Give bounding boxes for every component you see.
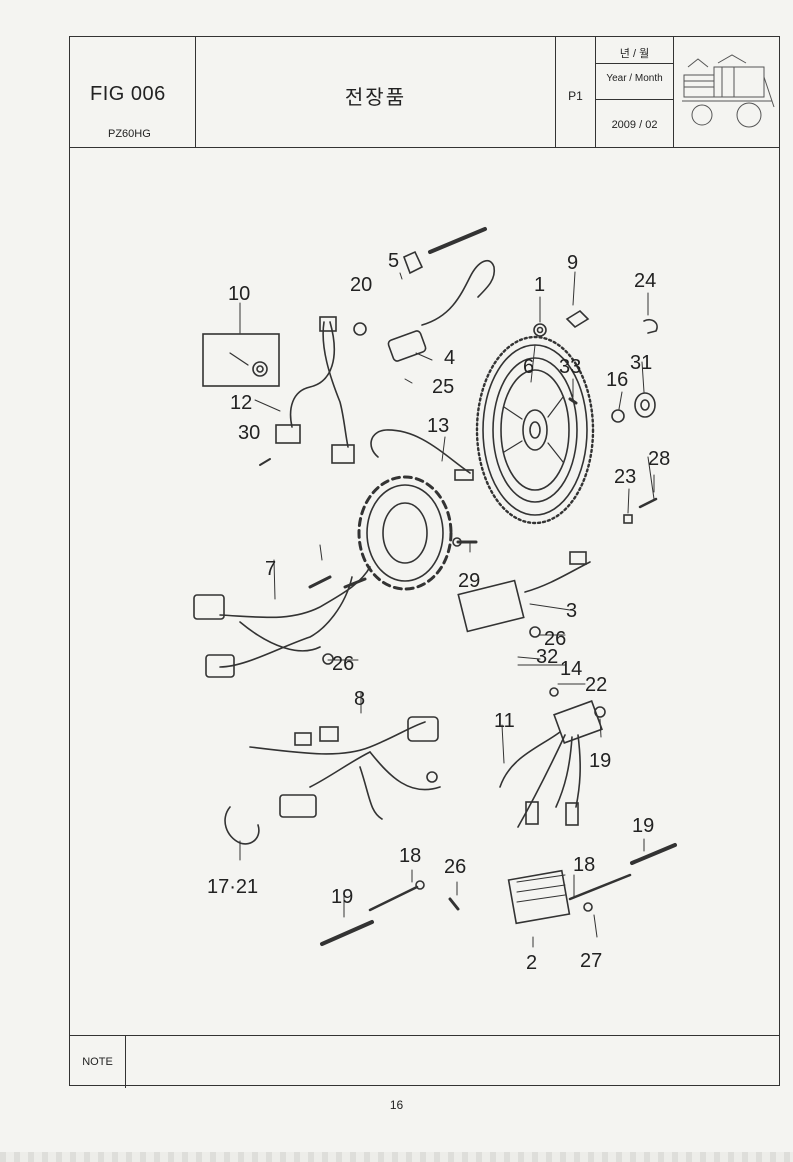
title-cell: 전장품 <box>196 37 556 147</box>
stator-coil-part <box>357 429 474 591</box>
callout-26: 26 <box>332 653 354 675</box>
callout-26: 26 <box>444 856 466 878</box>
callout-numbers: 10 12 30 20 5 4 25 13 1 9 24 6 33 16 31 … <box>207 250 670 974</box>
callout-19: 19 <box>331 886 353 908</box>
cdi-unit-part <box>457 551 591 638</box>
small-fastener-parts <box>452 309 658 547</box>
wire-harness-8 <box>249 716 441 820</box>
page-id: P1 <box>568 89 583 103</box>
callout-20: 20 <box>350 274 372 296</box>
note-label: NOTE <box>70 1036 126 1088</box>
callout-28: 28 <box>648 448 670 470</box>
callout-10: 10 <box>228 283 250 305</box>
rice-transplanter-icon <box>682 54 775 128</box>
callout-6: 6 <box>523 356 534 378</box>
callout-3: 3 <box>566 600 577 622</box>
callout-33: 33 <box>559 356 581 378</box>
callout-29: 29 <box>458 570 480 592</box>
callout-32: 32 <box>536 646 558 668</box>
figure-number: FIG 006 <box>90 83 166 105</box>
callout-7: 7 <box>265 558 276 580</box>
ignition-coil-part <box>353 227 496 362</box>
callout-11: 11 <box>494 710 515 732</box>
callout-19: 19 <box>632 815 654 837</box>
callout-16: 16 <box>606 369 628 391</box>
rectifier-regulator-part <box>507 869 571 925</box>
wire-harness-12 <box>259 316 355 466</box>
date-label-korean: 년 / 월 <box>619 48 650 60</box>
model-code: PZ60HG <box>108 128 151 140</box>
callout-5: 5 <box>388 250 399 272</box>
date-label-english: Year / Month <box>606 73 663 84</box>
callout-24: 24 <box>634 270 656 292</box>
callout-17-21: 17·21 <box>207 876 258 898</box>
date-cell: 년 / 월 Year / Month 2009 / 02 <box>596 37 674 147</box>
date-value: 2009 / 02 <box>611 119 658 131</box>
callout-30: 30 <box>238 422 260 444</box>
callout-2: 2 <box>526 952 537 974</box>
callout-14: 14 <box>560 658 582 680</box>
cable-clip-part <box>224 806 260 845</box>
figure-cell: FIG 006 PZ60HG <box>70 37 196 147</box>
callout-18: 18 <box>399 845 421 867</box>
parts-page-frame: FIG 006 PZ60HG 전장품 P1 년 / 월 Year / Month… <box>69 36 780 1088</box>
callout-13: 13 <box>427 415 449 437</box>
title-block: FIG 006 PZ60HG 전장품 P1 년 / 월 Year / Month… <box>70 37 779 148</box>
callout-23: 23 <box>614 466 636 488</box>
regulator-harness-11 <box>499 687 606 828</box>
flywheel-part <box>475 335 595 525</box>
machine-thumbnail <box>674 37 781 147</box>
callout-18: 18 <box>573 854 595 876</box>
callout-8: 8 <box>354 688 365 710</box>
main-wire-harness-7 <box>193 566 371 678</box>
long-bolts-and-sleeves <box>320 843 677 946</box>
page-id-cell: P1 <box>556 37 596 147</box>
page-title: 전장품 <box>344 87 407 109</box>
scan-edge-artifact <box>0 1152 793 1162</box>
switch-bracket-part <box>202 333 280 387</box>
callout-4: 4 <box>444 347 455 369</box>
callout-27: 27 <box>580 950 602 972</box>
callout-25: 25 <box>432 376 454 398</box>
callout-1: 1 <box>534 274 545 296</box>
callout-31: 31 <box>630 352 652 374</box>
page-number: 16 <box>389 1098 404 1112</box>
callout-19: 19 <box>589 750 611 772</box>
callout-22: 22 <box>585 674 607 696</box>
leader-lines <box>239 271 655 948</box>
callout-12: 12 <box>230 392 252 414</box>
exploded-parts-diagram: 10 12 30 20 5 4 25 13 1 9 24 6 33 16 31 … <box>70 147 779 1035</box>
callout-26: 26 <box>544 628 566 650</box>
note-row: NOTE <box>70 1035 779 1088</box>
callout-9: 9 <box>567 252 578 274</box>
